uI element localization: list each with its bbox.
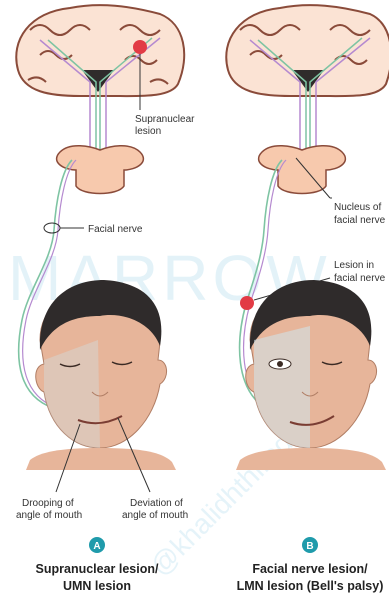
brain-illustration-b: [226, 5, 389, 96]
facial-nerve-lesion-dot: [240, 296, 254, 310]
supranuclear-lesion-dot: [133, 40, 147, 54]
caption-a-line2: UMN lesion: [63, 579, 131, 593]
label-facial-nerve: Facial nerve: [88, 224, 143, 235]
label-deviation-1: Deviation of: [130, 498, 183, 509]
caption-b-line2: LMN lesion (Bell's palsy): [237, 579, 384, 593]
panel-b: Nucleus of facial nerve Lesion in facial…: [226, 5, 389, 593]
label-supranuclear-2: lesion: [135, 126, 161, 137]
label-nucleus-1: Nucleus of: [334, 202, 381, 213]
label-deviation-2: angle of mouth: [122, 510, 188, 521]
brainstem-b: [259, 146, 346, 194]
badge-a-label: A: [93, 541, 100, 552]
label-drooping-1: Drooping of: [22, 498, 74, 509]
label-lesion-1: Lesion in: [334, 260, 374, 271]
label-supranuclear-1: Supranuclear: [135, 114, 195, 125]
label-lesion-2: facial nerve: [334, 273, 386, 284]
caption-a-line1: Supranuclear lesion/: [36, 562, 159, 576]
label-drooping-2: angle of mouth: [16, 510, 82, 521]
badge-b-label: B: [306, 541, 313, 552]
label-nucleus-2: facial nerve: [334, 215, 386, 226]
caption-b-line1: Facial nerve lesion/: [252, 562, 368, 576]
